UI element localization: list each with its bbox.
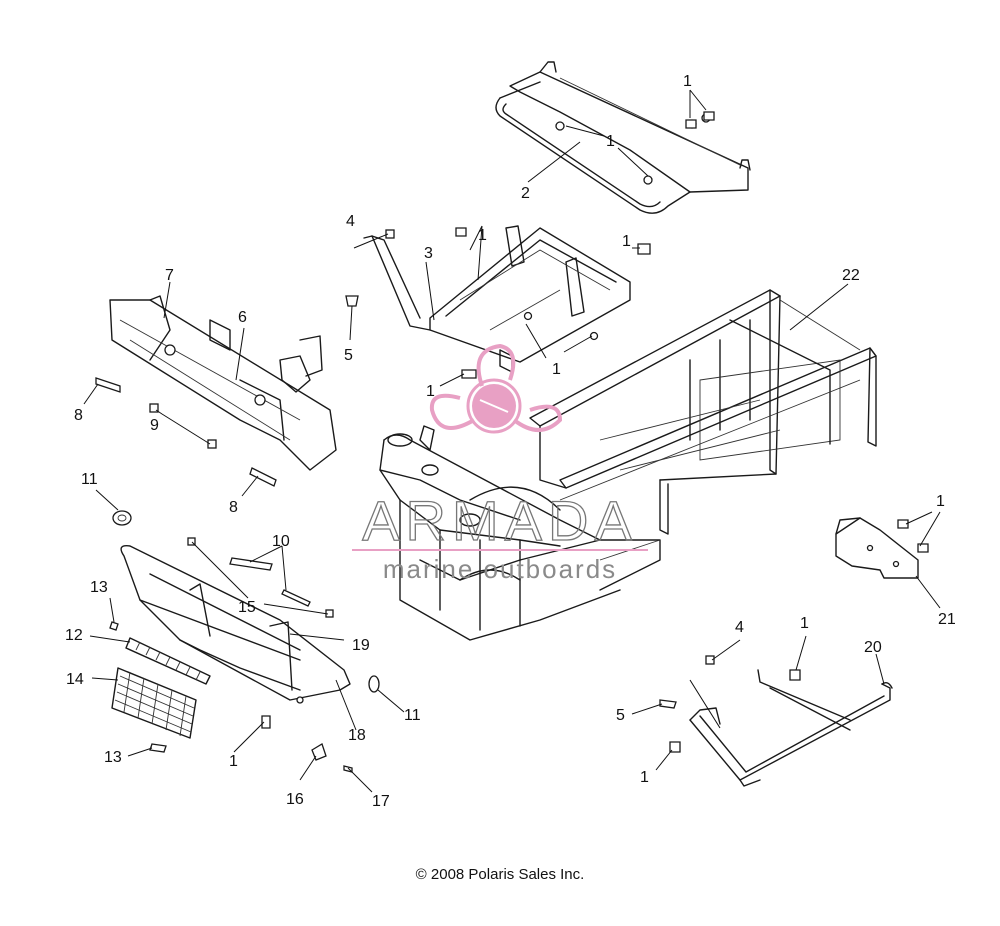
watermark-tagline: marine outboards [383, 554, 617, 584]
callout-4: 4 [346, 213, 355, 230]
seat-base-part [495, 61, 751, 214]
callout-13: 13 [104, 749, 122, 766]
leader-lines [83, 89, 941, 793]
seat-tray-part [363, 225, 631, 373]
callout-19: 19 [352, 637, 370, 654]
callout-8: 8 [74, 407, 83, 424]
callout-6: 6 [238, 309, 247, 326]
callout-3: 3 [424, 245, 433, 262]
callout-9: 9 [150, 417, 159, 434]
callout-12: 12 [65, 627, 83, 644]
callout-1: 1 [478, 227, 487, 244]
callout-15: 15 [238, 599, 256, 616]
callout-20: 20 [864, 639, 882, 656]
callout-17: 17 [372, 793, 390, 810]
callout-1: 1 [622, 233, 631, 250]
callout-7: 7 [165, 267, 174, 284]
callout-1: 1 [426, 383, 435, 400]
copyright-text: © 2008 Polaris Sales Inc. [415, 866, 585, 883]
callout-1: 1 [552, 361, 561, 378]
hardware-parts [95, 111, 929, 773]
callout-1: 1 [640, 769, 649, 786]
callout-1: 1 [229, 753, 238, 770]
callout-1: 1 [683, 73, 692, 90]
callout-1: 1 [936, 493, 945, 510]
callout-22: 22 [842, 267, 860, 284]
callout-21: 21 [938, 611, 956, 628]
watermark: ARMADA marine outboards [352, 343, 648, 584]
watermark-brand: ARMADA [362, 489, 638, 552]
front-crossmember-part [109, 295, 337, 471]
callout-5: 5 [616, 707, 625, 724]
callout-18: 18 [348, 727, 366, 744]
front-bumper-part [120, 545, 351, 704]
callout-11: 11 [404, 707, 421, 724]
propeller-icon [429, 343, 563, 434]
grille-small-part [125, 637, 211, 685]
callout-1: 1 [800, 615, 809, 632]
callout-labels: 1 1 1 1 1 1 1 1 1 1 2 3 4 4 5 5 6 7 8 8 … [65, 73, 956, 810]
callout-16: 16 [286, 791, 304, 808]
callout-10: 10 [272, 533, 290, 550]
main-frame-part [379, 289, 877, 641]
grille-large-part [111, 667, 197, 739]
callout-11: 11 [81, 471, 98, 488]
rear-carrier-part [689, 669, 893, 787]
callout-4: 4 [735, 619, 744, 636]
bracket-part [835, 517, 919, 579]
callout-2: 2 [521, 185, 530, 202]
callout-14: 14 [66, 671, 84, 688]
callout-13: 13 [90, 579, 108, 596]
callout-1: 1 [606, 133, 615, 150]
callout-5: 5 [344, 347, 353, 364]
callout-8: 8 [229, 499, 238, 516]
